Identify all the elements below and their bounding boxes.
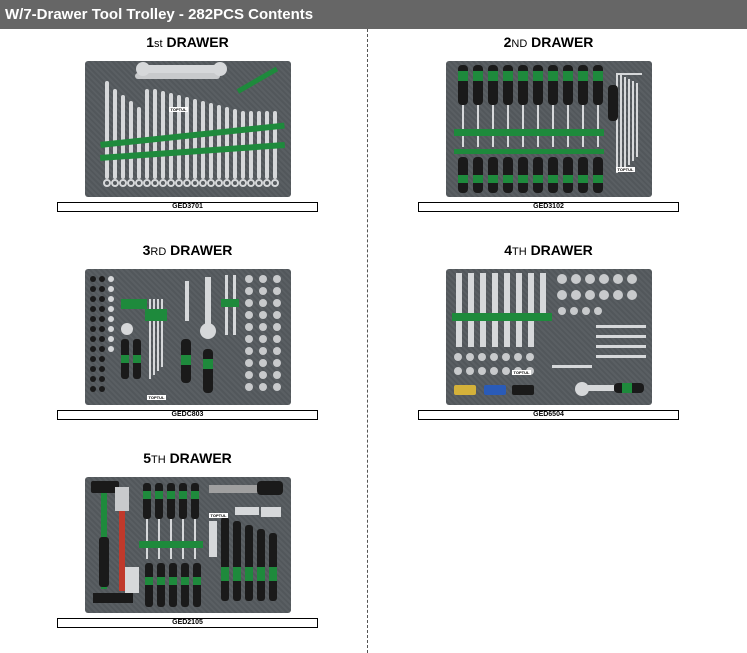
- drawer-3-title: 3RD DRAWER: [142, 242, 233, 258]
- drawer-5: 5TH DRAWER: [56, 448, 319, 628]
- drawer-1-tray-image: TOPTUL: [84, 61, 291, 197]
- drawer-5-code: GED2105: [57, 618, 318, 628]
- drawer-3-code: GEDC803: [57, 410, 318, 420]
- tray-brand-label: TOPTUL: [168, 107, 189, 112]
- drawer-4-code: GED6504: [418, 410, 679, 420]
- drawer-4-tray-image: TOPTUL: [445, 269, 652, 405]
- drawer-4: 4TH DRAWER: [417, 240, 680, 420]
- tray-brand-label: TOPTUL: [146, 395, 167, 400]
- page-title: W/7-Drawer Tool Trolley - 282PCS Content…: [5, 6, 314, 23]
- drawer-5-tray-image: TOPTUL: [84, 477, 291, 613]
- drawer-5-title: 5TH DRAWER: [143, 450, 232, 466]
- page-header: W/7-Drawer Tool Trolley - 282PCS Content…: [0, 0, 747, 29]
- drawer-1-code: GED3701: [57, 202, 318, 212]
- drawer-4-title: 4TH DRAWER: [504, 242, 593, 258]
- drawer-3: 3RD DRAWER: [56, 240, 319, 420]
- column-divider: [367, 29, 368, 653]
- drawer-1: 1st DRAWER: [56, 32, 319, 212]
- tray-brand-label: TOPTUL: [511, 370, 532, 375]
- drawer-2-title: 2ND DRAWER: [503, 34, 594, 50]
- drawer-2-code: GED3102: [418, 202, 679, 212]
- tray-brand-label: TOPTUL: [615, 167, 636, 172]
- drawer-3-tray-image: TOPTUL: [84, 269, 291, 405]
- drawer-2-tray-image: TOPTUL: [445, 61, 652, 197]
- drawer-1-title: 1st DRAWER: [146, 34, 229, 50]
- drawer-2: 2ND DRAWER: [417, 32, 680, 212]
- tray-brand-label: TOPTUL: [208, 513, 229, 518]
